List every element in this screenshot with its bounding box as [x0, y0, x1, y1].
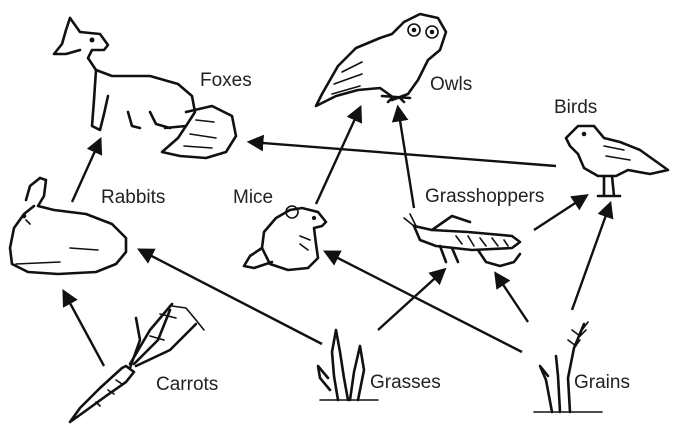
arrow-grasshoppers-to-birds [533, 194, 589, 232]
arrow-grains-to-mice [323, 250, 523, 354]
grain-icon [533, 321, 603, 414]
mouse-icon [242, 205, 328, 272]
carrots-label: Carrots [156, 374, 219, 395]
mice-label: Mice [233, 187, 274, 208]
carrot-icon [68, 302, 205, 424]
bird-icon [564, 124, 670, 198]
grains-label: Grains [574, 372, 630, 393]
arrow-mice-to-owls [314, 104, 363, 205]
owl-icon [314, 12, 448, 108]
fox-icon [52, 16, 238, 160]
birds-label: Birds [554, 97, 598, 118]
owls-label: Owls [430, 74, 473, 95]
grasshopper-icon [403, 213, 522, 268]
food-web-arrows [62, 104, 614, 367]
arrow-grains-to-grasshoppers [494, 271, 529, 323]
arrow-rabbits-to-foxes [70, 136, 103, 203]
grasshoppers-label: Grasshoppers [425, 186, 545, 207]
rabbit-icon [8, 176, 128, 276]
arrow-grains-to-birds [570, 200, 614, 311]
rabbits-label: Rabbits [101, 187, 166, 208]
arrow-carrots-to-rabbits [62, 289, 106, 367]
grasses-label: Grasses [370, 372, 441, 393]
arrow-grasshoppers-to-owls [391, 104, 416, 209]
foxes-label: Foxes [200, 70, 252, 91]
arrow-grasses-to-rabbits [137, 248, 323, 346]
arrow-grasses-to-grasshoppers [377, 267, 447, 331]
grass-icon [316, 328, 379, 402]
arrow-birds-to-foxes [246, 134, 557, 168]
